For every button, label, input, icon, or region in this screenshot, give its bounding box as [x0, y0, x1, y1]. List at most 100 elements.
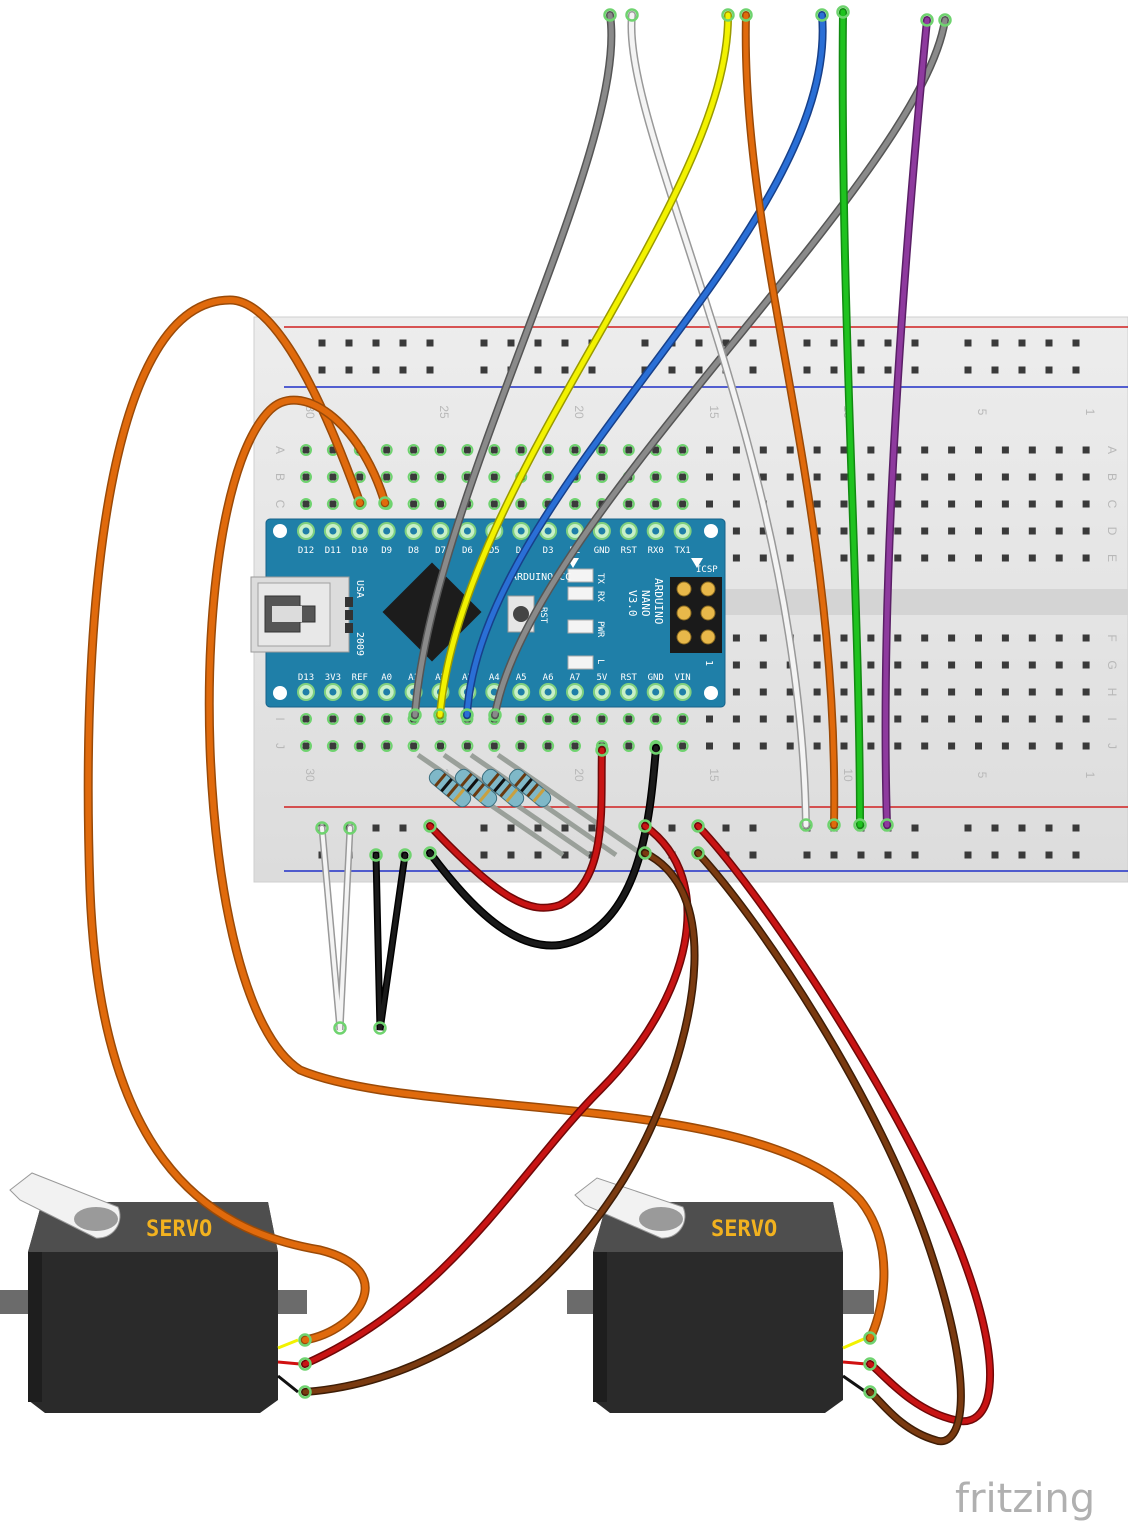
breadboard-hole — [1001, 661, 1009, 669]
wire-end — [920, 13, 934, 27]
board-rst-label: RST — [538, 607, 548, 624]
breadboard-hole-connected — [326, 471, 339, 483]
wire-end — [298, 1385, 312, 1399]
row-letter: F — [1105, 634, 1119, 641]
breadboard-hole — [679, 473, 687, 481]
breadboard-hole — [517, 715, 525, 723]
pin-label-bottom: A0 — [381, 673, 392, 683]
breadboard-hole-connected — [622, 498, 635, 510]
breadboard-hole-connected — [407, 444, 420, 456]
breadboard-hole — [1055, 473, 1063, 481]
rail-hole — [830, 366, 838, 374]
breadboard-hole — [921, 446, 929, 454]
breadboard-hole — [1028, 742, 1036, 750]
row-letter: B — [1105, 473, 1119, 481]
rail-hole — [1072, 824, 1080, 832]
pin-label-bottom: A6 — [543, 673, 554, 683]
breadboard-hole — [652, 715, 660, 723]
breadboard-hole — [975, 688, 982, 696]
breadboard-hole — [1082, 634, 1090, 642]
rail-hole — [884, 366, 892, 374]
breadboard-hole — [1001, 742, 1009, 750]
rail-hole — [588, 824, 596, 832]
breadboard-hole — [894, 742, 902, 750]
breadboard-hole-connected — [649, 498, 662, 510]
breadboard-hole — [383, 473, 391, 481]
wire-end — [863, 1385, 877, 1399]
breadboard-hole — [1082, 527, 1090, 535]
breadboard-hole-connected — [649, 713, 662, 725]
wire-end — [691, 819, 705, 833]
breadboard-hole — [490, 446, 498, 454]
breadboard-hole — [894, 688, 902, 696]
rail-hole — [857, 366, 865, 374]
breadboard-hole — [840, 742, 848, 750]
breadboard-hole — [759, 554, 767, 562]
breadboard-hole — [732, 446, 740, 454]
breadboard-hole — [329, 500, 337, 508]
wire-red-jumper — [427, 747, 605, 911]
arduino-pin-hole — [302, 527, 310, 535]
rail-hole — [399, 366, 407, 374]
rail-hole — [722, 339, 730, 347]
resistor-band — [532, 788, 546, 803]
servo-motor-1: SERVO — [0, 1172, 307, 1413]
pin-label-top: D7 — [435, 546, 446, 556]
breadboard-hole — [437, 742, 444, 750]
pin-label-bottom: A2 — [435, 673, 446, 683]
breadboard-hole — [1055, 446, 1063, 454]
breadboard-hole — [410, 473, 418, 481]
rail-hole — [884, 339, 892, 347]
usb-connector — [250, 576, 353, 653]
servo-2-label: SERVO — [711, 1217, 777, 1242]
row-letter: G — [1105, 660, 1119, 669]
rail-hole — [426, 366, 434, 374]
icsp-pin — [676, 629, 692, 645]
breadboard-hole-connected — [300, 471, 312, 483]
breadboard-hole — [571, 742, 579, 750]
led-tx — [567, 568, 594, 583]
breadboard-hole — [1082, 688, 1090, 696]
wire-gray-1 — [412, 12, 614, 718]
breadboard-hole-connected — [595, 471, 608, 483]
breadboard-hole-connected — [622, 740, 635, 752]
breadboard-hole — [1028, 446, 1036, 454]
breadboard-hole-connected — [569, 444, 581, 456]
pin-label-top: RST — [621, 546, 638, 556]
board-name-label: ARDUINO — [652, 578, 665, 624]
breadboard-hole — [921, 554, 929, 562]
breadboard-hole — [1001, 554, 1009, 562]
column-number: 5 — [975, 409, 989, 416]
rail-hole — [507, 339, 515, 347]
board-usa-label: USA — [354, 580, 365, 598]
breadboard-hole — [1001, 688, 1009, 696]
resistor-band — [499, 783, 512, 798]
breadboard-hole-connected — [595, 713, 608, 725]
row-letter: J — [273, 743, 287, 749]
column-number: 10 — [841, 768, 855, 782]
breadboard-hole — [894, 446, 902, 454]
breadboard-hole — [679, 446, 687, 454]
breadboard-hole — [598, 473, 606, 481]
breadboard-hole — [975, 554, 982, 562]
breadboard-hole — [544, 500, 552, 508]
breadboard-hole — [786, 742, 794, 750]
wire-orange-3 — [743, 12, 837, 828]
wire-end — [638, 846, 652, 860]
rail-hole — [1018, 851, 1026, 859]
breadboard-hole — [921, 634, 929, 642]
rail-hole — [749, 366, 757, 374]
breadboard-hole — [948, 634, 956, 642]
rail-hole — [1072, 339, 1080, 347]
rail-hole — [695, 366, 703, 374]
breadboard-hole — [975, 661, 982, 669]
breadboard-hole — [867, 634, 875, 642]
breadboard-hole — [759, 742, 767, 750]
breadboard-hole — [679, 500, 687, 508]
breadboard-hole — [329, 715, 337, 723]
pin-label-top: D8 — [408, 546, 419, 556]
breadboard-hole-connected — [515, 740, 528, 752]
row-letter: J — [1105, 743, 1119, 749]
pin-label-top: D3 — [543, 546, 554, 556]
